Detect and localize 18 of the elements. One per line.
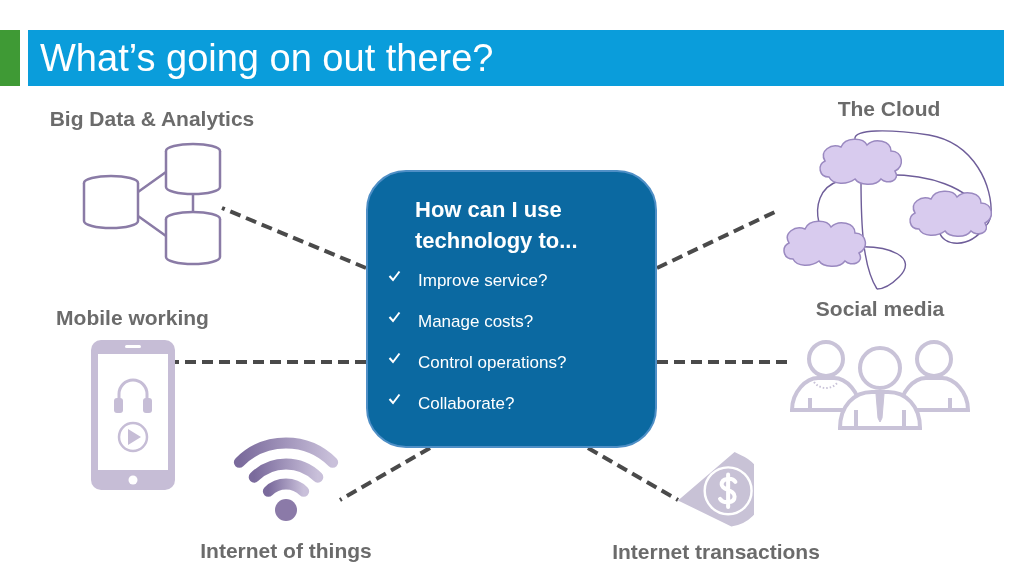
question-box	[366, 170, 657, 448]
checklist-item: Collaborate?	[418, 392, 515, 415]
checklist-item: Improve service?	[418, 269, 548, 292]
topic-label: Big Data & Analytics	[49, 106, 255, 131]
box-heading: How can I use technology to...	[415, 196, 579, 255]
topic-label: The Cloud	[837, 96, 941, 121]
topic-label: Internet transactions	[612, 539, 820, 564]
dashed-connector	[587, 446, 679, 502]
dashed-connector	[657, 360, 788, 364]
topic-label: Social media	[815, 296, 945, 321]
checklist-item: Manage costs?	[418, 310, 534, 333]
dashed-connector	[339, 446, 431, 502]
dashed-connector	[221, 206, 367, 270]
slide-title: What’s going on out there?	[40, 37, 494, 79]
topic-label: Mobile working	[56, 305, 209, 330]
dashed-connector	[175, 360, 366, 364]
checklist-item: Control operations?	[418, 351, 567, 374]
topic-label: Internet of things	[200, 538, 372, 563]
